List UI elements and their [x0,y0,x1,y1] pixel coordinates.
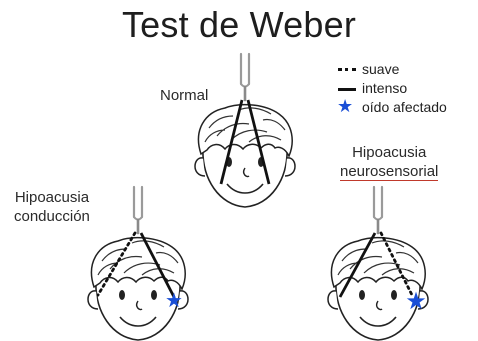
sound-line-solid [338,232,377,298]
sound-line-dotted [379,231,414,297]
panel-label-line-underlined: neurosensorial [340,163,439,181]
legend-label: oído afectado [362,99,447,115]
panel-normal [194,52,296,208]
sound-line-solid [139,232,176,298]
panel-label-normal: Normal [160,87,209,104]
legend-label: suave [362,61,400,77]
dotted-line-icon [336,60,362,79]
legend: suave intenso ★ oído afectado [336,60,447,117]
diagram-title: Test de Weber [121,4,357,45]
sound-line-solid [219,99,244,185]
panel-neurosensorial: ★ [327,185,429,341]
panel-conduccion: ★ [87,185,189,341]
panel-label-conduccion: Hipoacusia conducción [14,188,90,226]
sound-line-dotted [96,231,137,297]
legend-item-intenso: intenso [336,79,447,98]
panel-label-neurosensorial: Hipoacusia neurosensorial [340,143,439,181]
legend-item-oido-afectado: ★ oído afectado [336,96,447,117]
panel-label-line: Hipoacusia [352,144,427,161]
panel-label-line: neurosensorial [340,162,439,181]
panel-label-line: conducción [14,208,90,225]
legend-label: intenso [362,80,408,96]
star-icon: ★ [405,287,427,315]
legend-item-suave: suave [336,60,447,79]
panel-label-line: Hipoacusia [14,189,90,206]
solid-line-icon [336,79,362,98]
star-icon: ★ [337,96,354,116]
star-icon: ★ [165,288,183,312]
sound-line-solid [246,99,271,185]
